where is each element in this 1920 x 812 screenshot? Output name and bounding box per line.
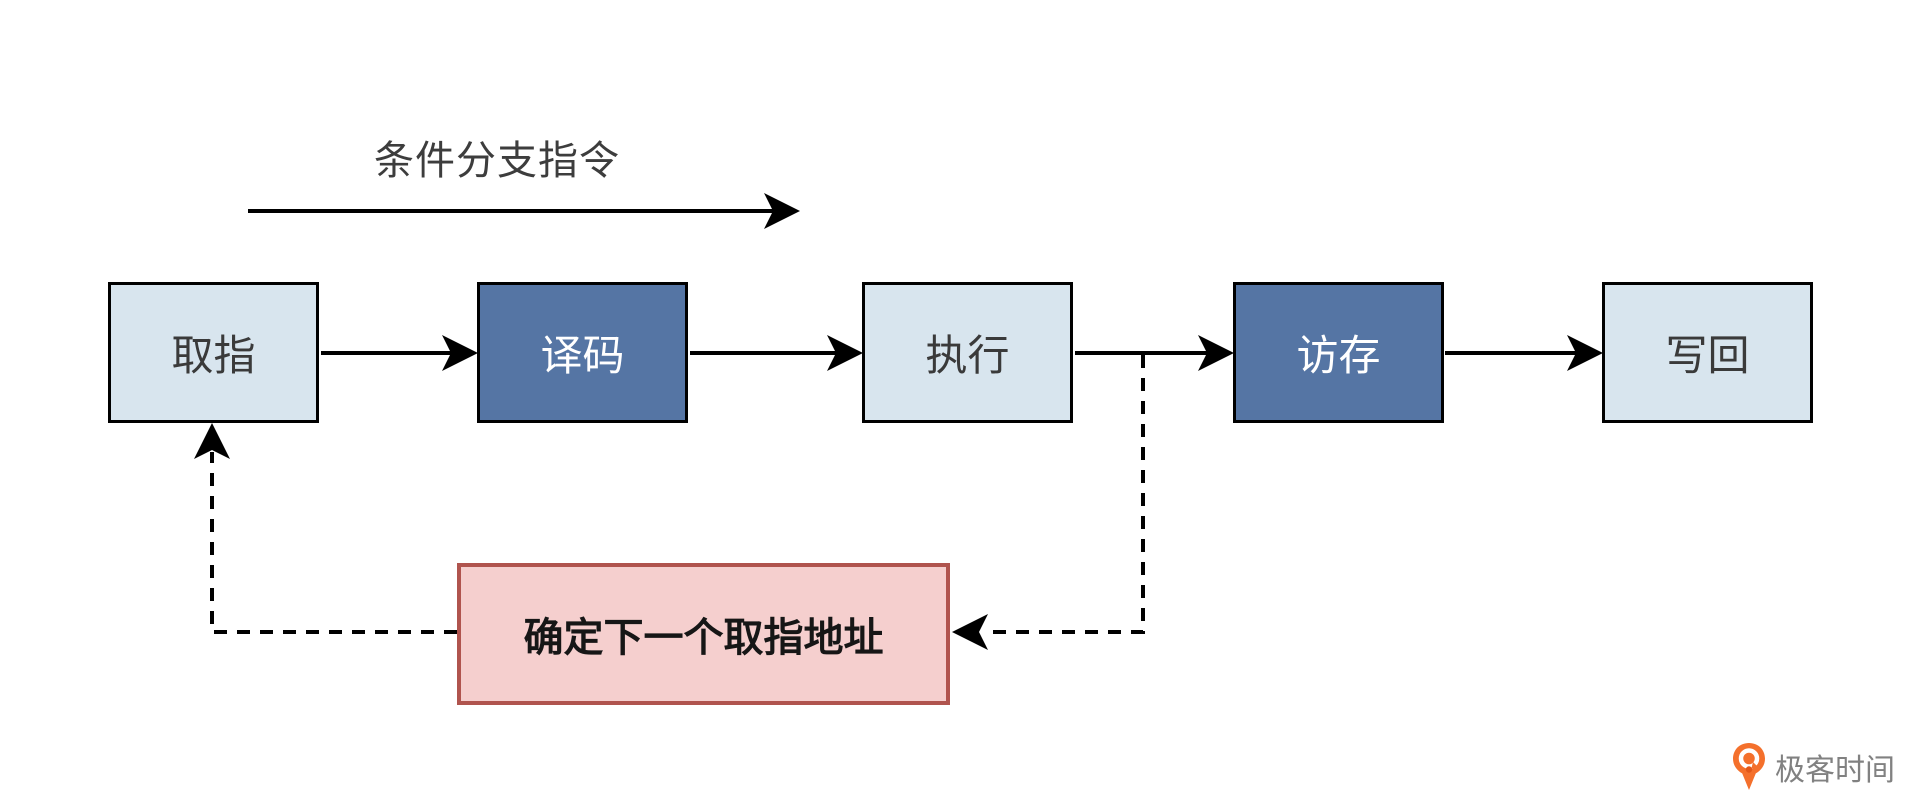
branch-annotation-arrow (248, 193, 800, 229)
arrow-execute-to-memory (1075, 335, 1234, 371)
arrow-memory-to-writeback (1445, 335, 1603, 371)
stage-label-fetch: 取指 (171, 332, 256, 379)
arrow-fetch-to-decode (321, 335, 478, 371)
feedback-box-next-fetch-address: 确定下一个取指地址 (457, 563, 950, 705)
watermark-brand: 极客时间 (1732, 742, 1895, 791)
stage-box-execute: 执行 (862, 282, 1073, 423)
feedback-box-label: 确定下一个取指地址 (523, 616, 884, 660)
arrow-decode-to-execute (690, 335, 863, 371)
stage-label-memory: 访存 (1296, 332, 1381, 379)
watermark-brand-text: 极客时间 (1775, 753, 1895, 787)
stage-box-fetch: 取指 (108, 282, 319, 423)
stage-label-decode: 译码 (540, 332, 625, 379)
stage-box-writeback: 写回 (1602, 282, 1813, 423)
branch-annotation-label: 条件分支指令 (374, 139, 620, 183)
stage-label-execute: 执行 (925, 332, 1010, 379)
dashed-arrow-to-fetch (194, 423, 457, 634)
stage-box-memory: 访存 (1233, 282, 1444, 423)
stage-box-decode: 译码 (477, 282, 688, 423)
geektime-logo-icon (1732, 742, 1766, 791)
stage-label-writeback: 写回 (1665, 332, 1750, 379)
